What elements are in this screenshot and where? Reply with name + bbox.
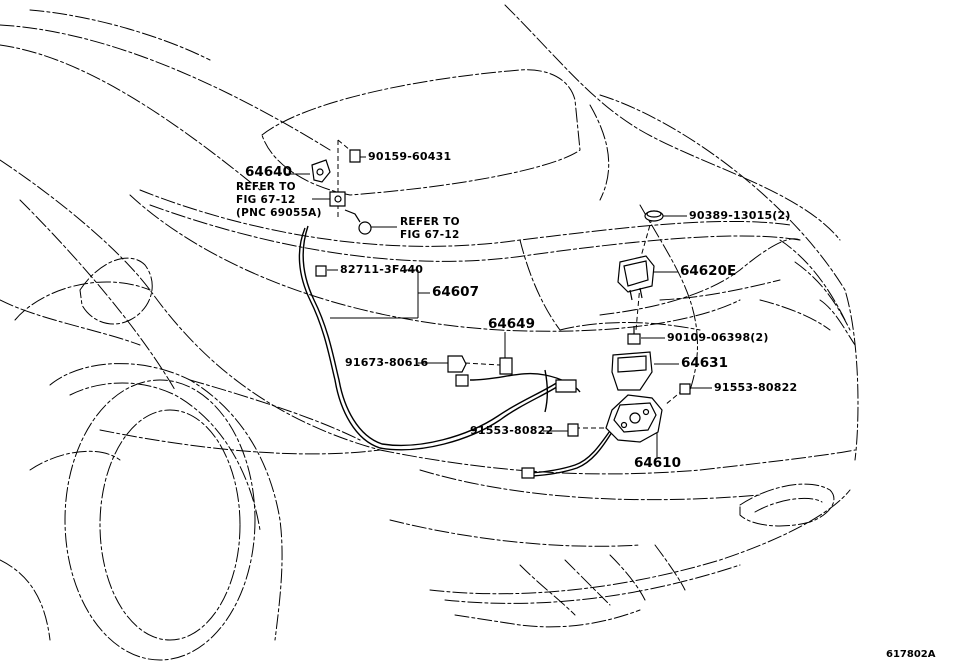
figure-id: 617802A (886, 649, 936, 660)
label-refer-left-2: FIG 67-12 (236, 194, 296, 206)
label-refer-right-1: REFER TO (400, 216, 460, 228)
label-90159-60431: 90159-60431 (368, 150, 452, 163)
label-64610: 64610 (634, 455, 681, 471)
label-91673-80616: 91673-80616 (345, 356, 429, 369)
label-90389-13015: 90389-13015(2) (689, 209, 791, 222)
label-91553-80822-left: 91553-80822 (470, 424, 554, 437)
label-82711-3F440: 82711-3F440 (340, 263, 424, 276)
label-refer-left-3: (PNC 69055A) (236, 207, 322, 219)
label-64620E: 64620E (680, 263, 737, 279)
label-64649: 64649 (488, 316, 535, 332)
label-64631: 64631 (681, 355, 728, 371)
label-64640: 64640 (245, 164, 292, 180)
label-refer-right-2: FIG 67-12 (400, 229, 460, 241)
label-64607: 64607 (432, 284, 479, 300)
label-refer-left-1: REFER TO (236, 181, 296, 193)
label-90109-06398: 90109-06398(2) (667, 331, 769, 344)
label-91553-80822-right: 91553-80822 (714, 381, 798, 394)
